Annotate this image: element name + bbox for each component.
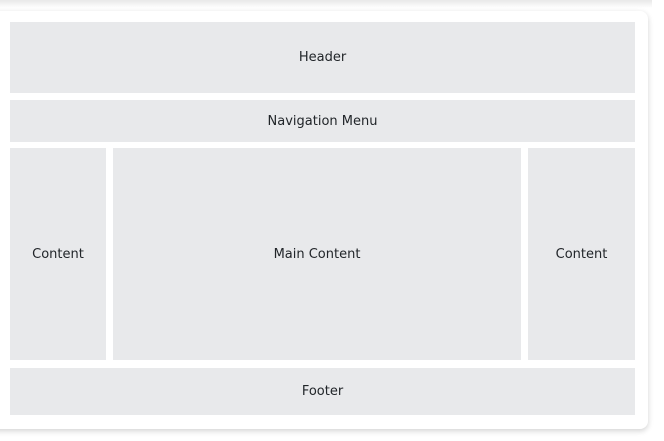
layout-card: Header Navigation Menu Content Main Cont… (0, 11, 648, 429)
navigation-menu-label: Navigation Menu (267, 113, 378, 129)
main-content-block: Main Content (113, 148, 521, 360)
footer-block: Footer (10, 368, 635, 415)
main-content-label: Main Content (273, 246, 361, 262)
right-sidebar-label: Content (555, 246, 608, 262)
top-edge-shadow (0, 0, 652, 8)
header-label: Header (298, 50, 347, 65)
right-sidebar-block: Content (528, 148, 635, 360)
left-sidebar-block: Content (10, 148, 106, 360)
footer-label: Footer (301, 384, 344, 399)
content-columns-row: Content Main Content Content (10, 148, 635, 360)
left-sidebar-label: Content (32, 246, 84, 262)
navigation-menu-block: Navigation Menu (10, 100, 635, 142)
header-block: Header (10, 22, 635, 93)
